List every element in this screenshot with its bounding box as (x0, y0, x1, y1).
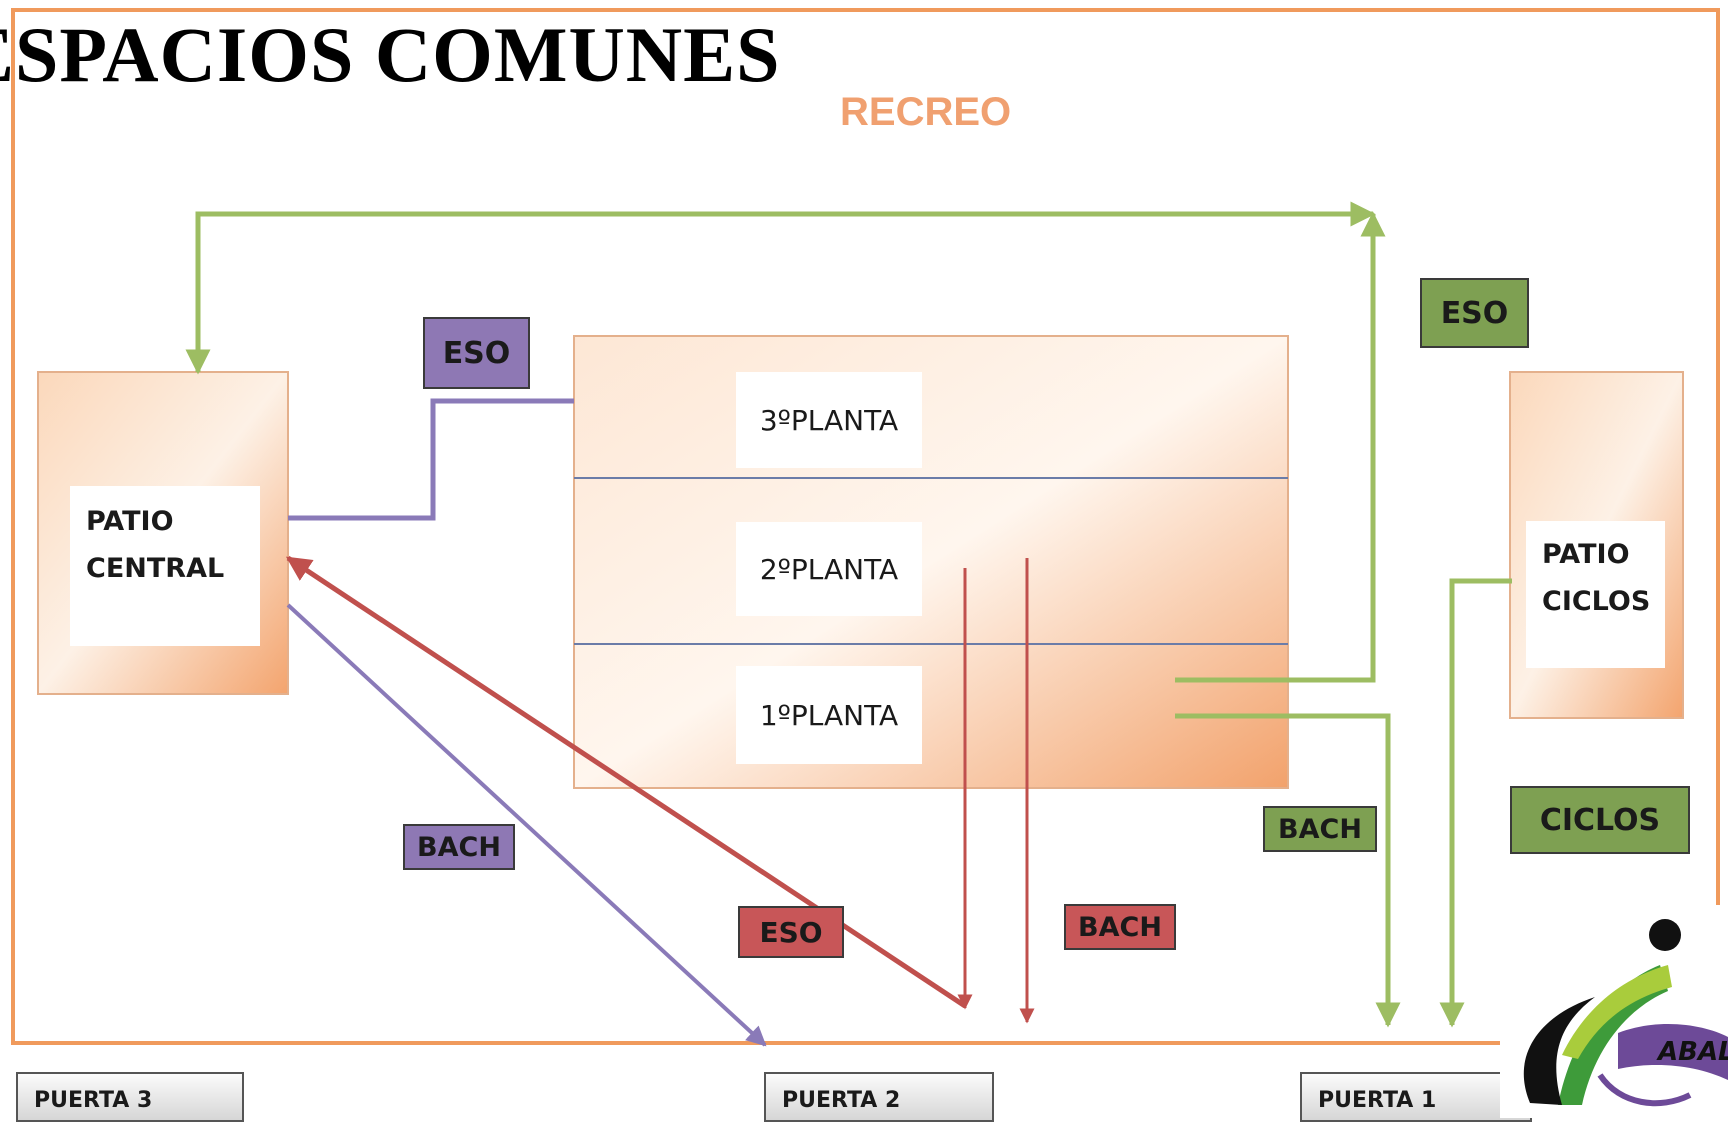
school-logo: ABALO (1500, 905, 1728, 1118)
logo-text: ABALO (1656, 1037, 1728, 1067)
tag-bach-green: BACH (1263, 806, 1377, 852)
page-title: ESPACIOS COMUNES (0, 11, 781, 98)
route-eso-red (285, 555, 967, 1009)
main-building-block (573, 335, 1289, 789)
tag-eso-red: ESO (738, 906, 844, 958)
route-bach-green (1175, 713, 1401, 1028)
floor-2-label: 2ºPLANTA (736, 522, 922, 616)
route-bach-purple (286, 603, 767, 1047)
route-eso-green-top (185, 201, 1376, 375)
floor-3-label: 3ºPLANTA (736, 372, 922, 468)
tag-eso-purple: ESO (423, 317, 530, 389)
tag-ciclos-green: CICLOS (1510, 786, 1690, 854)
floor-1-label: 1ºPLANTA (736, 666, 922, 764)
patio-central-label: PATIO CENTRAL (70, 486, 260, 646)
diagram-subtitle: RECREO (840, 90, 1012, 134)
door-2: PUERTA 2 (764, 1072, 994, 1122)
door-1: PUERTA 1 (1300, 1072, 1532, 1122)
tag-eso-green: ESO (1420, 278, 1529, 348)
route-eso-purple (288, 398, 574, 521)
tag-bach-purple: BACH (403, 824, 515, 870)
site-frame (11, 8, 1720, 1045)
patio-ciclos-label: PATIO CICLOS (1526, 521, 1665, 668)
door-3: PUERTA 3 (16, 1072, 244, 1122)
tag-bach-red: BACH (1064, 904, 1176, 950)
route-ciclos-green (1439, 578, 1512, 1028)
route-eso-green-up (1175, 211, 1386, 683)
